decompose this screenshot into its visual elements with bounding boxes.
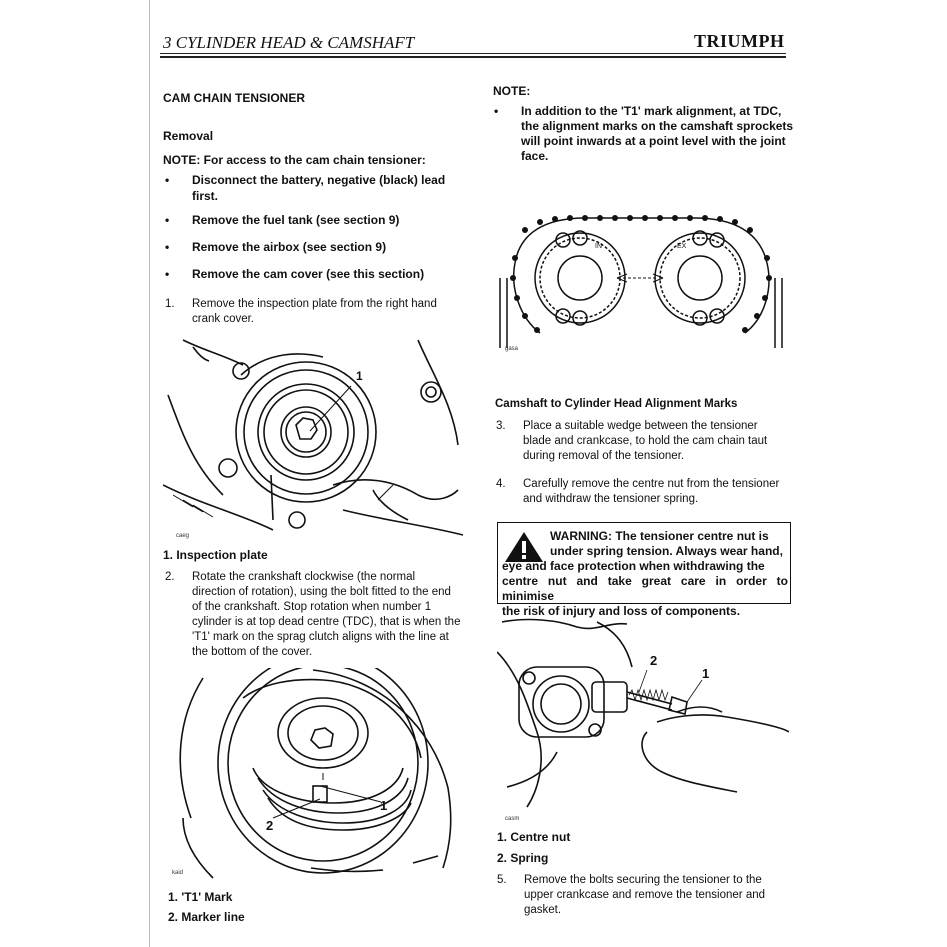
step-number: 5.	[497, 874, 507, 886]
note-text: face.	[521, 149, 549, 163]
inspection-plate-illustration: 1	[163, 339, 464, 536]
fig3-code: gasa	[505, 346, 519, 352]
step-number: 2.	[165, 571, 175, 583]
step-text: Remove the bolts securing the tensioner …	[524, 874, 762, 886]
step-number: 4.	[496, 478, 506, 490]
bullet-dot: •	[165, 173, 170, 187]
warning-text: WARNING: The tensioner centre nut is und…	[550, 529, 786, 559]
bullet-text: Remove the fuel tank (see section 9)	[192, 213, 400, 227]
bullet-text: Remove the cam cover (see this section)	[192, 267, 425, 281]
fig2-code: kaid	[172, 870, 184, 876]
bullet-text: Disconnect the battery, negative (black)…	[192, 173, 446, 187]
header-rule	[160, 56, 786, 58]
warning-icon	[505, 532, 543, 562]
step-2: 2. Rotate the crankshaft clockwise (the …	[165, 570, 465, 662]
step-text: the bottom of the cover.	[192, 646, 313, 658]
warning-line: under spring tension. Always wear hand,	[550, 544, 783, 558]
step-number: 1.	[165, 298, 175, 310]
step-text: Remove the inspection plate from the rig…	[192, 298, 437, 310]
fig4-callout-2: 2	[650, 653, 657, 668]
step-text: blade and crankcase, to hold the cam cha…	[523, 435, 768, 447]
subheading-removal: Removal	[163, 129, 214, 143]
step-text: Carefully remove the centre nut from the…	[523, 478, 780, 490]
bullet-dot: •	[165, 267, 170, 281]
page-header-title: 3 CYLINDER HEAD & CAMSHAFT	[163, 33, 415, 52]
header-rule-thin	[160, 53, 786, 54]
fig1-code: caeg	[176, 533, 190, 539]
step-text: crank cover.	[192, 313, 254, 325]
sprag-clutch-t1-illustration: 1 2	[179, 668, 452, 879]
fig2-caption-2: 2. Marker line	[168, 910, 245, 924]
step-text: cylinder is at top dead centre (TDC), th…	[192, 616, 461, 628]
step-1: 1. Remove the inspection plate from the …	[165, 297, 465, 329]
step-text: 'T1' mark on the sprag clutch aligns wit…	[192, 631, 449, 643]
fig4-caption-2: 2. Spring	[497, 851, 549, 865]
note-text: the alignment marks on the camshaft spro…	[521, 119, 794, 133]
note-access: NOTE: For access to the cam chain tensio…	[163, 153, 426, 167]
brand-logo: TRIUMPH	[694, 31, 785, 51]
fig1-callout: 1	[356, 369, 363, 383]
warning-text-full: eye and face protection when withdrawing…	[502, 559, 788, 619]
warning-line: WARNING: The tensioner centre nut is	[550, 529, 769, 543]
bullet-dot: •	[165, 213, 170, 227]
bullet-text: first.	[192, 189, 219, 203]
note-title: NOTE:	[493, 84, 531, 98]
step-text: during removal of the tensioner.	[523, 450, 685, 462]
note-text: In addition to the 'T1' mark alignment, …	[521, 104, 782, 118]
alignment-subheading: Camshaft to Cylinder Head Alignment Mark…	[495, 398, 738, 410]
fig2-callout-1: 1	[380, 798, 387, 813]
fig2-caption-1: 1. 'T1' Mark	[168, 890, 233, 904]
fig4-code: casm	[505, 816, 520, 822]
page-edge-line	[149, 0, 150, 947]
camshaft-sprockets-illustration: IN EX	[499, 215, 783, 348]
warning-line: centre nut and take great care in order …	[502, 574, 788, 603]
fig1-caption: 1. Inspection plate	[163, 548, 268, 562]
bullet-dot: •	[165, 240, 170, 254]
step-text: Place a suitable wedge between the tensi…	[523, 420, 758, 432]
note-text: will point inwards at a point level with…	[521, 134, 786, 148]
step-text: gasket.	[524, 904, 562, 916]
step-4: 4. Carefully remove the centre nut from …	[496, 477, 796, 509]
fig3-mark-ex: EX	[677, 243, 687, 250]
warning-line: eye and face protection when withdrawing…	[502, 559, 765, 573]
warning-line: the risk of injury and loss of component…	[502, 604, 741, 618]
step-text: upper crankcase and remove the tensioner…	[524, 889, 766, 901]
bullet-text: Remove the airbox (see section 9)	[192, 240, 387, 254]
fig3-mark-in: IN	[595, 243, 602, 250]
step-text: and withdraw the tensioner spring.	[523, 493, 699, 505]
fig2-callout-2: 2	[266, 818, 273, 833]
step-text: direction of rotation), using the bolt f…	[192, 586, 451, 598]
fig4-caption-1: 1. Centre nut	[497, 830, 571, 844]
fig4-callout-1: 1	[702, 666, 709, 681]
bullet-dot: •	[494, 104, 499, 118]
step-5: 5. Remove the bolts securing the tension…	[497, 873, 797, 919]
step-text: of the crankshaft. Stop rotation when nu…	[192, 601, 432, 613]
section-title: CAM CHAIN TENSIONER	[163, 91, 306, 105]
step-number: 3.	[496, 420, 506, 432]
tensioner-removal-illustration: 2 1	[497, 618, 789, 808]
step-text: Rotate the crankshaft clockwise (the nor…	[192, 571, 416, 583]
step-3: 3. Place a suitable wedge between the te…	[496, 419, 796, 465]
warning-box: WARNING: The tensioner centre nut is und…	[497, 522, 791, 618]
